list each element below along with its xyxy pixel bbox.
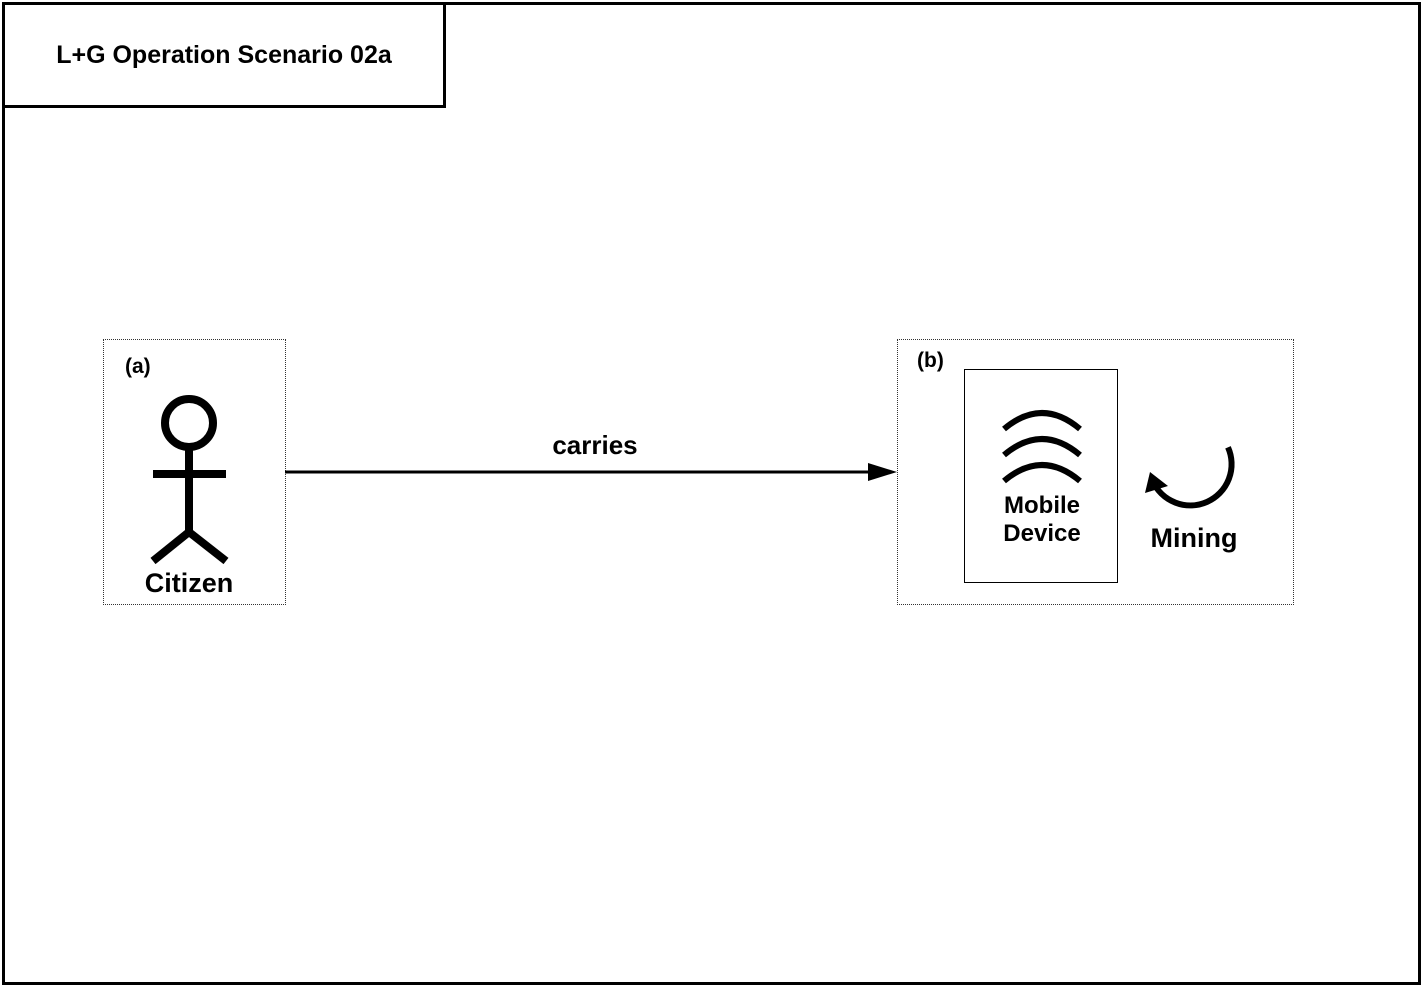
group-b-box bbox=[897, 339, 1294, 605]
group-b-label: (b) bbox=[917, 349, 944, 372]
cycle-icon bbox=[1145, 446, 1235, 509]
carries-arrow bbox=[285, 463, 897, 481]
diagram-title: L+G Operation Scenario 02a bbox=[56, 40, 392, 69]
device-label-line2: Device bbox=[1003, 520, 1081, 547]
actor-label: Citizen bbox=[144, 568, 234, 598]
device-label-line1: Mobile bbox=[1004, 492, 1080, 519]
mobile-device-box bbox=[964, 369, 1118, 583]
group-a-label: (a) bbox=[125, 355, 151, 378]
signal-waves-icon bbox=[1002, 410, 1082, 484]
connector-label: carries bbox=[552, 430, 638, 460]
title-box: L+G Operation Scenario 02a bbox=[2, 2, 446, 108]
actor-icon bbox=[150, 395, 229, 565]
process-label: Mining bbox=[1150, 523, 1238, 553]
